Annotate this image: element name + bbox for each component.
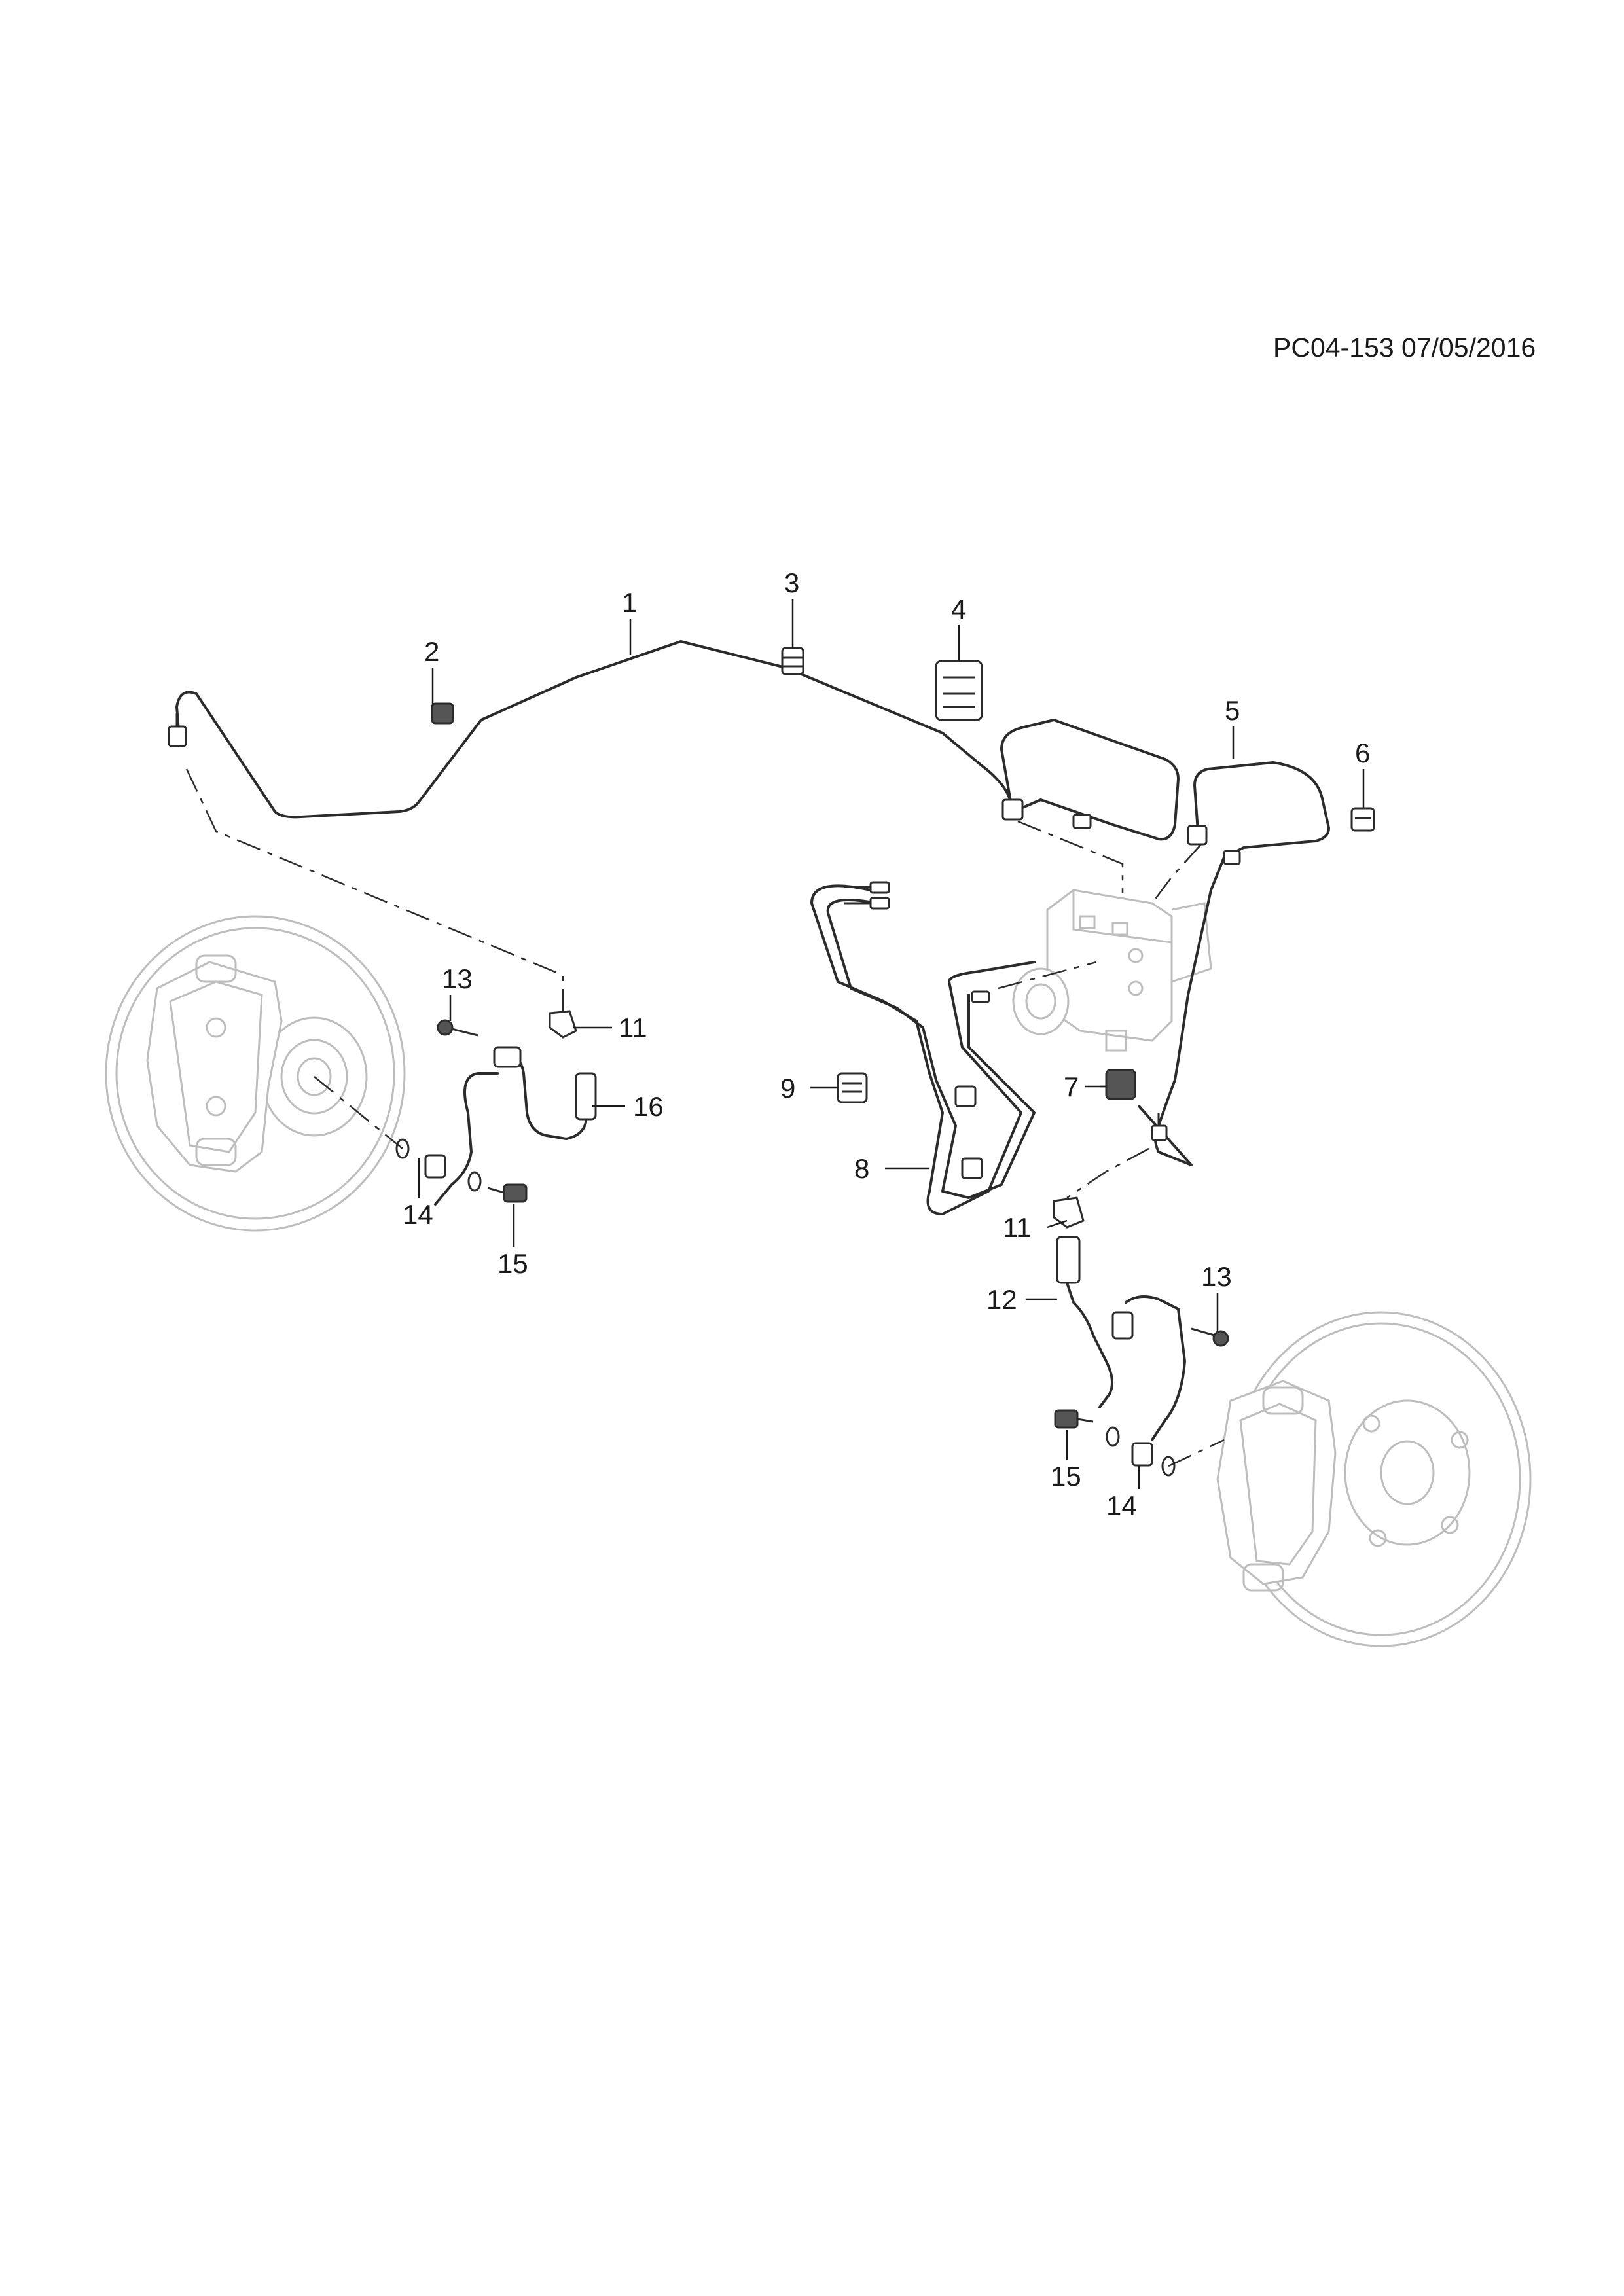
diagram-reference-code: PC04-153 07/05/2016 xyxy=(1273,332,1536,363)
bolt-13-right xyxy=(1191,1327,1229,1347)
brake-pipe-loop-upper xyxy=(1000,719,1180,841)
hose-bracket-11-right xyxy=(1053,1196,1085,1229)
pipe-clip-6 xyxy=(1350,807,1375,832)
callout-16: 16 xyxy=(633,1091,664,1122)
callout-2: 2 xyxy=(424,636,439,667)
brake-pipe-right-long xyxy=(1138,856,1225,1166)
callout-3: 3 xyxy=(784,567,799,598)
callout-13-right: 13 xyxy=(1201,1261,1232,1292)
callout-11-right: 11 xyxy=(1003,1212,1032,1243)
bolt-15-left xyxy=(487,1183,528,1203)
brake-pipe-5 xyxy=(1187,761,1330,865)
washer-14-right xyxy=(1106,1426,1176,1477)
callout-13-left: 13 xyxy=(442,963,473,994)
right-brake-caliper xyxy=(1216,1380,1337,1592)
callout-labels: 1 2 3 4 5 6 7 8 9 11 11 12 13 13 14 14 1… xyxy=(403,567,1370,1521)
callout-1: 1 xyxy=(622,587,637,618)
pipe-clip-9 xyxy=(837,1072,868,1103)
pipe-clip-7 xyxy=(1105,1069,1136,1100)
callout-9: 9 xyxy=(780,1073,795,1103)
callout-12: 12 xyxy=(986,1284,1017,1315)
callout-6: 6 xyxy=(1355,738,1370,768)
callout-8: 8 xyxy=(854,1153,869,1184)
callout-7: 7 xyxy=(1064,1071,1079,1102)
callout-14-right: 14 xyxy=(1106,1490,1137,1521)
callout-11-left: 11 xyxy=(619,1013,647,1043)
pipe-clip-4 xyxy=(935,660,983,721)
right-brake-hose-12 xyxy=(1056,1236,1186,1441)
pipe-clip-3 xyxy=(781,647,804,675)
callout-4: 4 xyxy=(951,594,966,624)
left-brake-hose-16 xyxy=(434,1046,597,1206)
callout-15-right: 15 xyxy=(1051,1461,1081,1492)
callout-15-left: 15 xyxy=(497,1248,528,1279)
callout-leaders xyxy=(418,599,1365,1489)
abs-modulator xyxy=(1012,889,1212,1052)
bolt-13-left xyxy=(437,1019,478,1037)
pipe-clip-2 xyxy=(431,702,454,725)
bolt-15-right xyxy=(1054,1409,1094,1429)
left-brake-caliper xyxy=(146,954,283,1173)
hose-bracket-11-left xyxy=(549,1010,577,1039)
callout-14-left: 14 xyxy=(403,1199,433,1230)
assembly-lines xyxy=(185,768,1225,1467)
washer-14-left xyxy=(395,1138,482,1192)
callout-5: 5 xyxy=(1225,695,1240,726)
brake-pipe-8-bundle xyxy=(810,881,1036,1215)
brake-pipe-1 xyxy=(168,640,1016,819)
